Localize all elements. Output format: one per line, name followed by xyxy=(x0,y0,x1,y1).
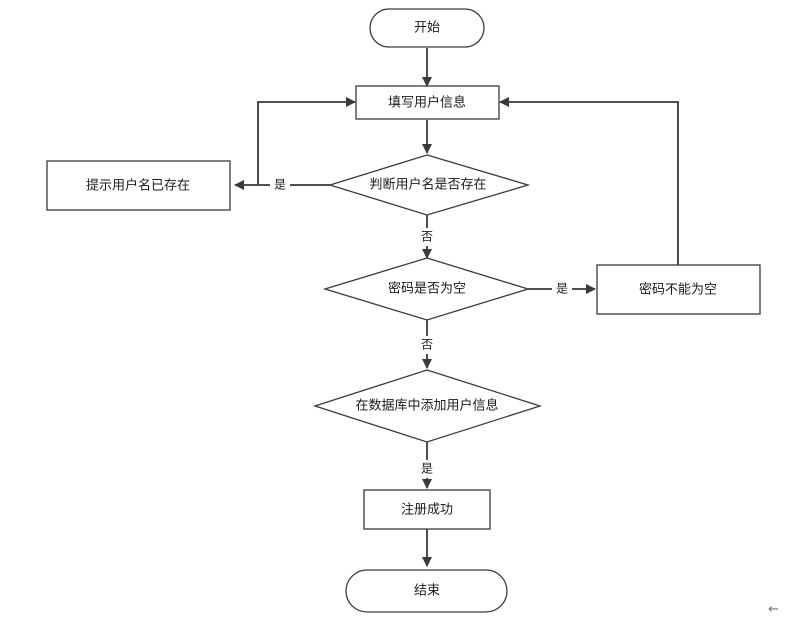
decision-shape xyxy=(327,154,531,216)
edge-label-username-no: 否 xyxy=(421,230,433,244)
node-end: 结束 xyxy=(345,569,508,613)
label-bg xyxy=(417,228,437,246)
node-end-label: 结束 xyxy=(414,584,440,599)
edge-empty-back-to-fill xyxy=(499,97,679,265)
label-bg xyxy=(270,176,290,194)
node-add-db: 在数据库中添加用户信息 xyxy=(312,369,543,443)
process-shape xyxy=(363,489,491,530)
decision-shape xyxy=(322,257,531,321)
edge-labels: 是 否 是 否 是 xyxy=(270,176,572,478)
node-check-password: 密码是否为空 xyxy=(322,257,531,321)
node-username-exists: 提示用户名已存在 xyxy=(46,160,231,211)
terminator-shape xyxy=(345,569,508,613)
process-shape xyxy=(355,85,500,120)
node-start-label: 开始 xyxy=(414,21,440,36)
edge-label-username-yes: 是 xyxy=(274,178,286,192)
node-check-username: 判断用户名是否存在 xyxy=(327,154,531,216)
edge-label-db-yes: 是 xyxy=(421,462,433,476)
node-password-empty: 密码不能为空 xyxy=(596,264,761,315)
edge-exists-back-to-fill xyxy=(257,97,356,185)
node-fill-info-label: 填写用户信息 xyxy=(388,95,466,111)
node-start: 开始 xyxy=(369,8,485,48)
decision-shape xyxy=(312,369,543,443)
terminator-shape xyxy=(369,8,485,48)
node-password-empty-label: 密码不能为空 xyxy=(639,282,717,298)
process-shape xyxy=(596,264,761,315)
label-bg xyxy=(417,460,437,478)
node-success: 注册成功 xyxy=(363,489,491,530)
node-add-db-label: 在数据库中添加用户信息 xyxy=(355,398,498,414)
edge-label-password-yes: 是 xyxy=(556,282,568,296)
process-shape xyxy=(46,160,231,211)
label-bg xyxy=(417,336,437,354)
label-bg xyxy=(552,280,572,298)
node-success-label: 注册成功 xyxy=(401,503,453,518)
node-check-password-label: 密码是否为空 xyxy=(388,281,466,297)
node-username-exists-label: 提示用户名已存在 xyxy=(86,178,190,194)
arrow-left-icon[interactable]: ← xyxy=(768,602,779,617)
node-fill-info: 填写用户信息 xyxy=(355,85,500,120)
edge-label-password-no: 否 xyxy=(421,338,433,352)
node-check-username-label: 判断用户名是否存在 xyxy=(369,177,486,193)
